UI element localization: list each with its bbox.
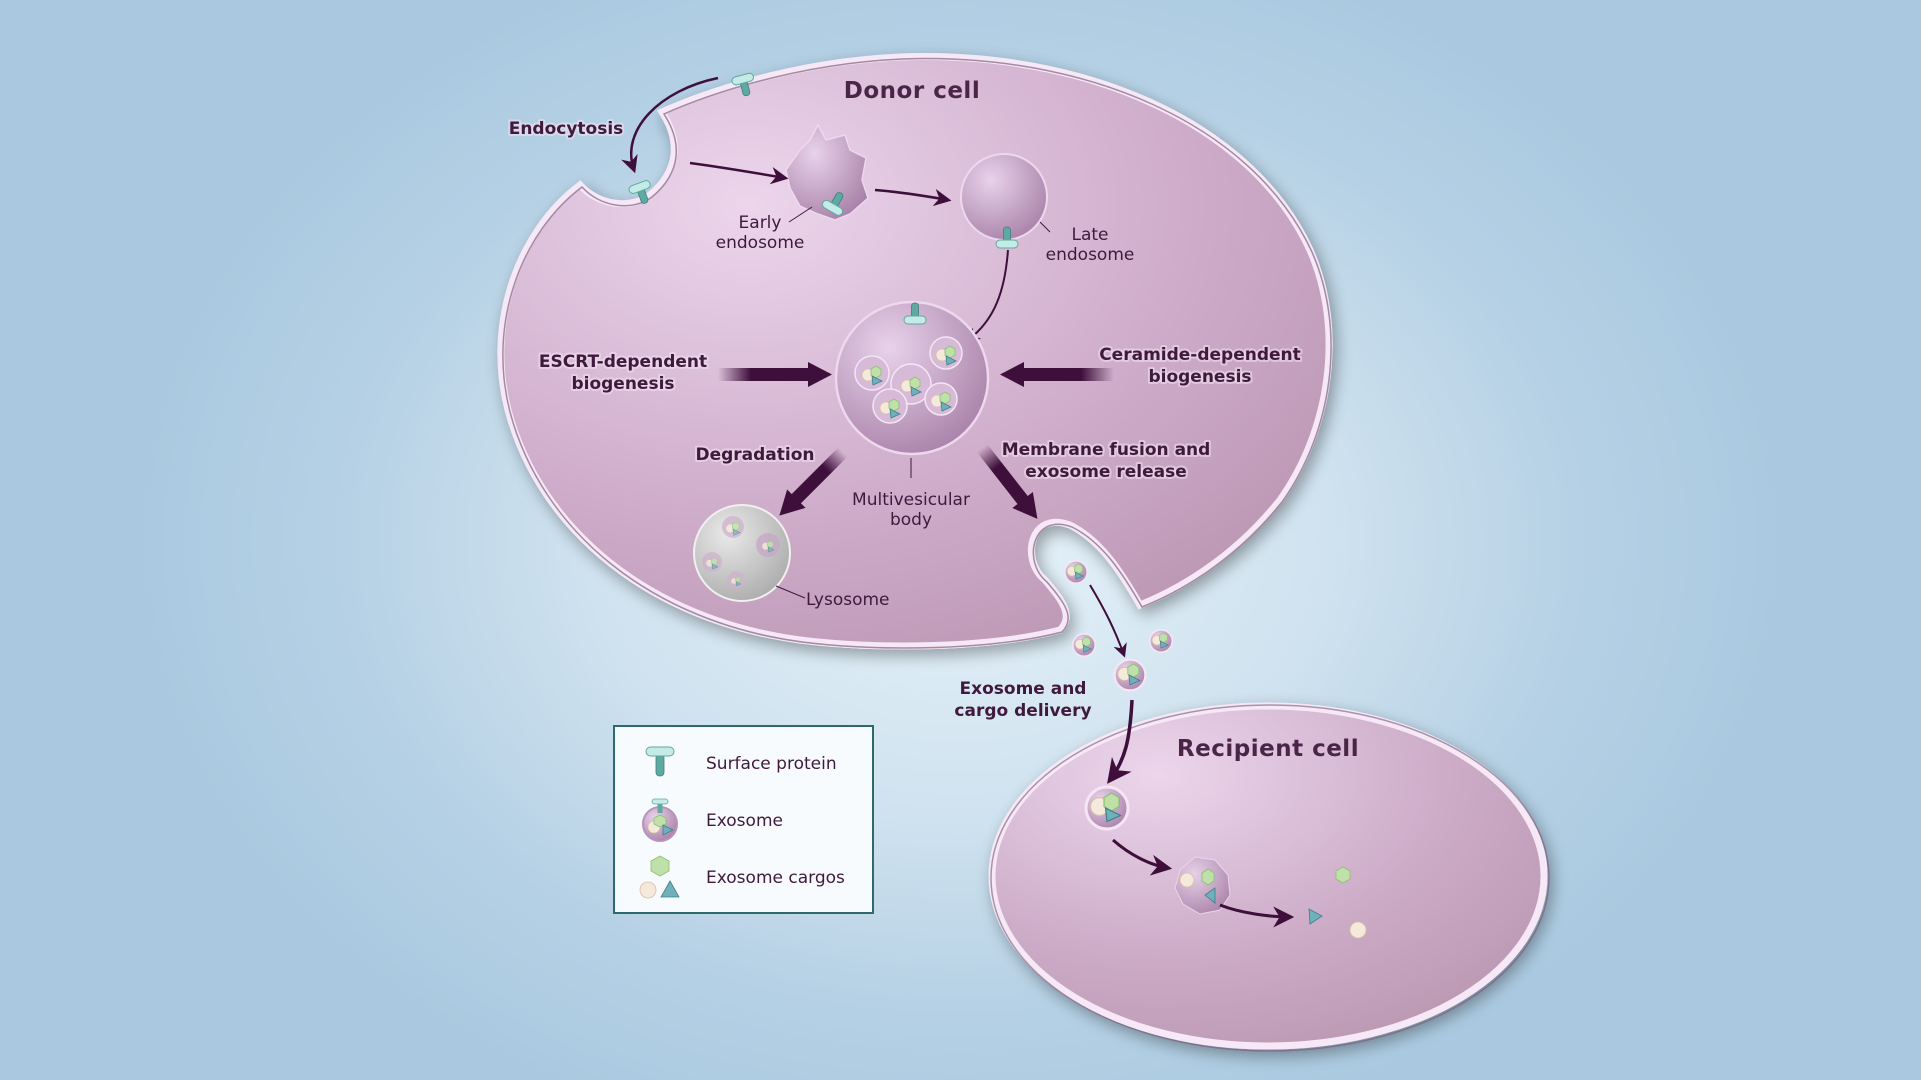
legend-label: Exosome	[706, 811, 783, 831]
fusion-label-line1: Membrane fusion and	[1002, 440, 1211, 460]
recipient-cell	[988, 702, 1550, 1052]
arrow-to-mvb	[965, 249, 1009, 342]
exosome-icon	[1065, 561, 1087, 583]
exosome-cargos-icon	[639, 855, 680, 899]
endocytosis-label: Endocytosis	[509, 119, 624, 139]
degradation-arrow	[779, 447, 848, 516]
exosome-icon	[1115, 660, 1146, 691]
fusion-label-line2: exosome release	[1025, 462, 1187, 482]
ceramide-arrow-head	[1000, 362, 1024, 387]
fusion-arrow	[976, 443, 1038, 519]
delivery-label-line1: Exosome and	[960, 679, 1087, 699]
cargo-release-arrow	[1219, 903, 1295, 928]
exosome-icon	[1086, 787, 1128, 829]
escrt-label-line2: biogenesis	[571, 374, 674, 394]
recipient-endosome	[1174, 856, 1231, 915]
legend-item-surface-protein: Surface protein	[615, 739, 872, 789]
legend-item-exosome: Exosome	[615, 796, 872, 846]
cargo-circle-icon	[1349, 921, 1367, 939]
ceramide-label-line2: biogenesis	[1148, 367, 1251, 387]
lysosome-label: Lysosome	[806, 590, 890, 610]
early-endosome-label-line2: endosome	[716, 233, 805, 253]
recipient-cell-title: Recipient cell	[1177, 736, 1359, 762]
degradation-label: Degradation	[695, 445, 814, 465]
release-arrow	[1089, 584, 1127, 658]
late-endosome-leader-line	[1039, 221, 1051, 233]
endocytosis-arrow	[621, 76, 719, 174]
uptake-arrow	[1112, 838, 1173, 876]
mvb-label-line2: body	[890, 510, 932, 530]
legend: Surface protein Exosome Exosome cargos	[613, 725, 874, 914]
exosome-icon	[642, 798, 678, 842]
late-endosome	[960, 153, 1048, 249]
lysosome	[693, 504, 791, 602]
exosome-icon	[1150, 630, 1172, 652]
surface-protein-icon	[645, 746, 675, 777]
lysosome-leader-line	[775, 585, 806, 599]
early-endosome	[785, 123, 869, 221]
cargo-triangle-icon	[1308, 908, 1323, 925]
late-endosome-label-line2: endosome	[1046, 245, 1135, 265]
early-endosome-leader-line	[788, 206, 813, 223]
cargo-hexagon-icon	[1335, 866, 1351, 884]
early-endosome-label-line1: Early	[739, 213, 782, 233]
escrt-arrow-shaft	[718, 368, 812, 381]
ceramide-label-line1: Ceramide-dependent	[1099, 345, 1301, 365]
late-endosome-label-line1: Late	[1071, 225, 1108, 245]
legend-label: Surface protein	[706, 754, 837, 774]
recipient-cell-membrane	[988, 702, 1548, 1050]
legend-label: Exosome cargos	[706, 868, 845, 888]
arrow-to-early-endosome	[689, 161, 789, 185]
escrt-label-line1: ESCRT-dependent	[539, 352, 707, 372]
escrt-arrow-head	[808, 362, 832, 387]
multivesicular-body	[834, 300, 990, 456]
donor-cell-title: Donor cell	[844, 78, 980, 104]
mvb-label-line1: Multivesicular	[852, 490, 970, 510]
ceramide-arrow-shaft	[1020, 368, 1114, 381]
delivery-label-line2: cargo delivery	[954, 701, 1091, 721]
delivery-arrow	[1107, 699, 1134, 784]
legend-item-exosome-cargos: Exosome cargos	[615, 853, 872, 903]
arrow-to-late-endosome	[874, 188, 952, 207]
exosome-icon	[1073, 634, 1095, 656]
